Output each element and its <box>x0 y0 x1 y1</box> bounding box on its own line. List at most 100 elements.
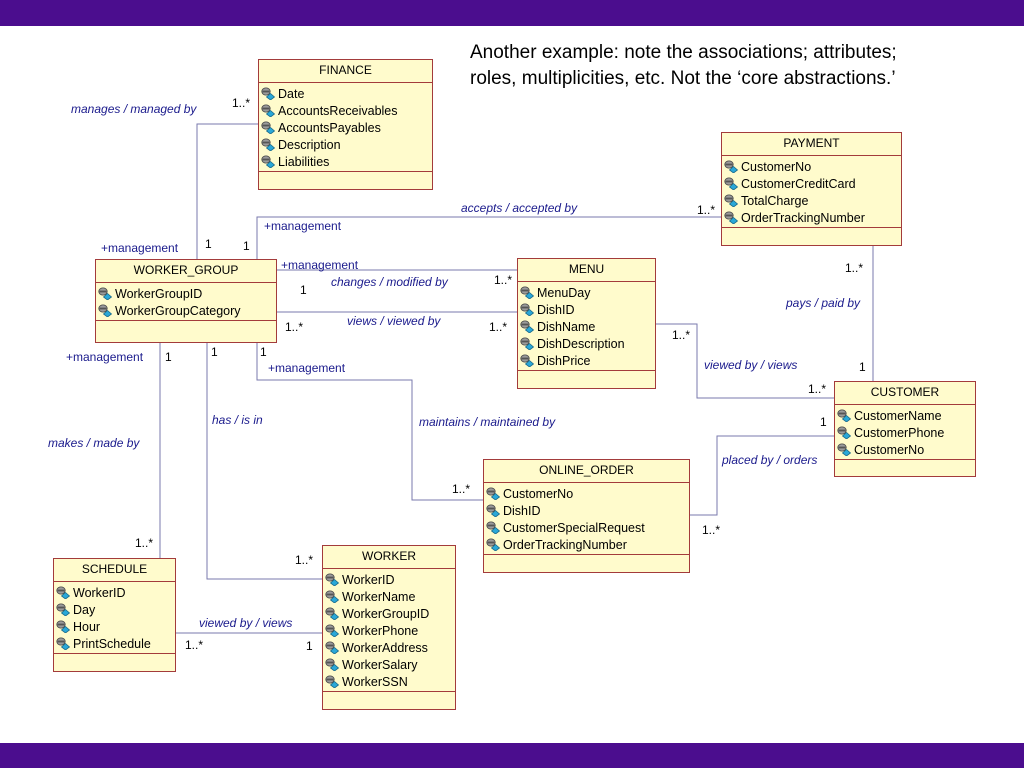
assoc-line-placed-by <box>689 435 834 516</box>
attribute-icon <box>520 286 536 300</box>
assoc-label-has-is-in: has / is in <box>212 413 263 427</box>
attribute: OrderTrackingNumber <box>484 537 689 554</box>
assoc-label-accepts: accepts / accepted by <box>461 201 578 215</box>
multiplicity-worker-views: 1 <box>306 639 313 653</box>
assoc-label-schedule-views: viewed by / views <box>199 616 293 630</box>
multiplicity-schedule-makes: 1..* <box>135 536 154 550</box>
multiplicity-customer-placed: 1 <box>820 415 827 429</box>
attribute: CustomerNo <box>722 159 901 176</box>
multiplicity-menu-viewed-by: 1..* <box>672 328 691 342</box>
multiplicity-wg-payment: 1 <box>243 239 250 253</box>
attribute: DishID <box>484 503 689 520</box>
role-label-finance: +management <box>101 241 179 255</box>
attribute: DishName <box>518 319 655 336</box>
attribute-icon <box>98 287 114 301</box>
class-worker[interactable]: WORKER WorkerID WorkerName WorkerGroupID… <box>322 545 456 710</box>
attribute-icon <box>486 487 502 501</box>
attribute-icon <box>98 304 114 318</box>
attribute-list: CustomerNo DishID CustomerSpecialRequest… <box>484 483 689 555</box>
attribute-icon <box>837 409 853 423</box>
attribute-icon <box>837 443 853 457</box>
caption-line-2: roles, multiplicities, etc. Not the ‘cor… <box>470 68 896 89</box>
class-title: WORKER_GROUP <box>96 260 276 283</box>
attribute-icon <box>325 607 341 621</box>
attribute: Day <box>54 602 175 619</box>
multiplicity-menu-changes: 1..* <box>494 273 513 287</box>
attribute: Hour <box>54 619 175 636</box>
attribute: TotalCharge <box>722 193 901 210</box>
assoc-line-viewed-by <box>656 323 834 399</box>
attribute-icon <box>261 121 277 135</box>
attribute-icon <box>724 177 740 191</box>
role-label-schedule: +management <box>66 350 144 364</box>
class-schedule[interactable]: SCHEDULE WorkerID Day Hour PrintSchedule <box>53 558 176 672</box>
attribute-icon <box>325 590 341 604</box>
class-online-order[interactable]: ONLINE_ORDER CustomerNo DishID CustomerS… <box>483 459 690 573</box>
attribute-icon <box>261 87 277 101</box>
attribute-icon <box>325 641 341 655</box>
assoc-label-viewed-by: viewed by / views <box>704 358 798 372</box>
attribute-list: MenuDay DishID DishName DishDescription … <box>518 282 655 371</box>
attribute-icon <box>325 675 341 689</box>
multiplicity-wg-menu: 1 <box>300 283 307 297</box>
attribute-list: Date AccountsReceivables AccountsPayable… <box>259 83 432 172</box>
multiplicity-wg-views: 1..* <box>285 320 304 334</box>
class-title: MENU <box>518 259 655 282</box>
multiplicity-wg-finance: 1 <box>205 237 212 251</box>
attribute-list: WorkerGroupID WorkerGroupCategory <box>96 283 276 321</box>
attribute-icon <box>261 138 277 152</box>
attribute-icon <box>837 426 853 440</box>
attribute: WorkerGroupCategory <box>96 303 276 320</box>
attribute: PrintSchedule <box>54 636 175 653</box>
attribute-icon <box>724 211 740 225</box>
class-customer[interactable]: CUSTOMER CustomerName CustomerPhone Cust… <box>834 381 976 477</box>
attribute: WorkerPhone <box>323 623 455 640</box>
multiplicity-order-placed: 1..* <box>702 523 721 537</box>
attribute: WorkerSalary <box>323 657 455 674</box>
attribute-icon <box>724 160 740 174</box>
attribute-icon <box>520 354 536 368</box>
assoc-label-manages: manages / managed by <box>71 102 197 116</box>
attribute: Description <box>259 137 432 154</box>
multiplicity-payment-end: 1..* <box>697 203 716 217</box>
assoc-label-placed-by: placed by / orders <box>722 453 818 467</box>
assoc-line-accepts <box>256 216 721 259</box>
multiplicity-worker-has: 1..* <box>295 553 314 567</box>
multiplicity-order-maintains: 1..* <box>452 482 471 496</box>
multiplicity-wg-schedule: 1 <box>165 350 172 364</box>
attribute: WorkerSSN <box>323 674 455 691</box>
attribute: CustomerPhone <box>835 425 975 442</box>
assoc-label-changes: changes / modified by <box>331 275 448 289</box>
role-label-menu: +management <box>281 258 359 272</box>
attribute: CustomerNo <box>484 486 689 503</box>
attribute: WorkerID <box>54 585 175 602</box>
assoc-label-pays: pays / paid by <box>786 296 861 310</box>
caption-line-1: Another example: note the associations; … <box>470 42 897 63</box>
slide-caption: Another example: note the associations; … <box>470 40 1015 92</box>
assoc-line-manages <box>196 123 258 259</box>
attribute: WorkerAddress <box>323 640 455 657</box>
class-title: CUSTOMER <box>835 382 975 405</box>
class-title: ONLINE_ORDER <box>484 460 689 483</box>
attribute-list: WorkerID WorkerName WorkerGroupID Worker… <box>323 569 455 692</box>
attribute-icon <box>261 104 277 118</box>
attribute-icon <box>486 521 502 535</box>
attribute: CustomerName <box>835 408 975 425</box>
attribute-list: CustomerName CustomerPhone CustomerNo <box>835 405 975 460</box>
attribute-icon <box>520 320 536 334</box>
attribute: OrderTrackingNumber <box>722 210 901 227</box>
class-menu[interactable]: MENU MenuDay DishID DishName DishDescrip… <box>517 258 656 389</box>
footer-bar <box>0 743 1024 768</box>
class-title: WORKER <box>323 546 455 569</box>
class-payment[interactable]: PAYMENT CustomerNo CustomerCreditCard To… <box>721 132 902 246</box>
class-worker-group[interactable]: WORKER_GROUP WorkerGroupID WorkerGroupCa… <box>95 259 277 343</box>
attribute-icon <box>520 337 536 351</box>
attribute: DishID <box>518 302 655 319</box>
multiplicity-wg-worker: 1 <box>211 345 218 359</box>
multiplicity-menu-views: 1..* <box>489 320 508 334</box>
attribute-list: CustomerNo CustomerCreditCard TotalCharg… <box>722 156 901 228</box>
class-finance[interactable]: FINANCE Date AccountsReceivables Account… <box>258 59 433 190</box>
attribute-icon <box>56 603 72 617</box>
assoc-label-views: views / viewed by <box>347 314 441 328</box>
attribute: CustomerSpecialRequest <box>484 520 689 537</box>
